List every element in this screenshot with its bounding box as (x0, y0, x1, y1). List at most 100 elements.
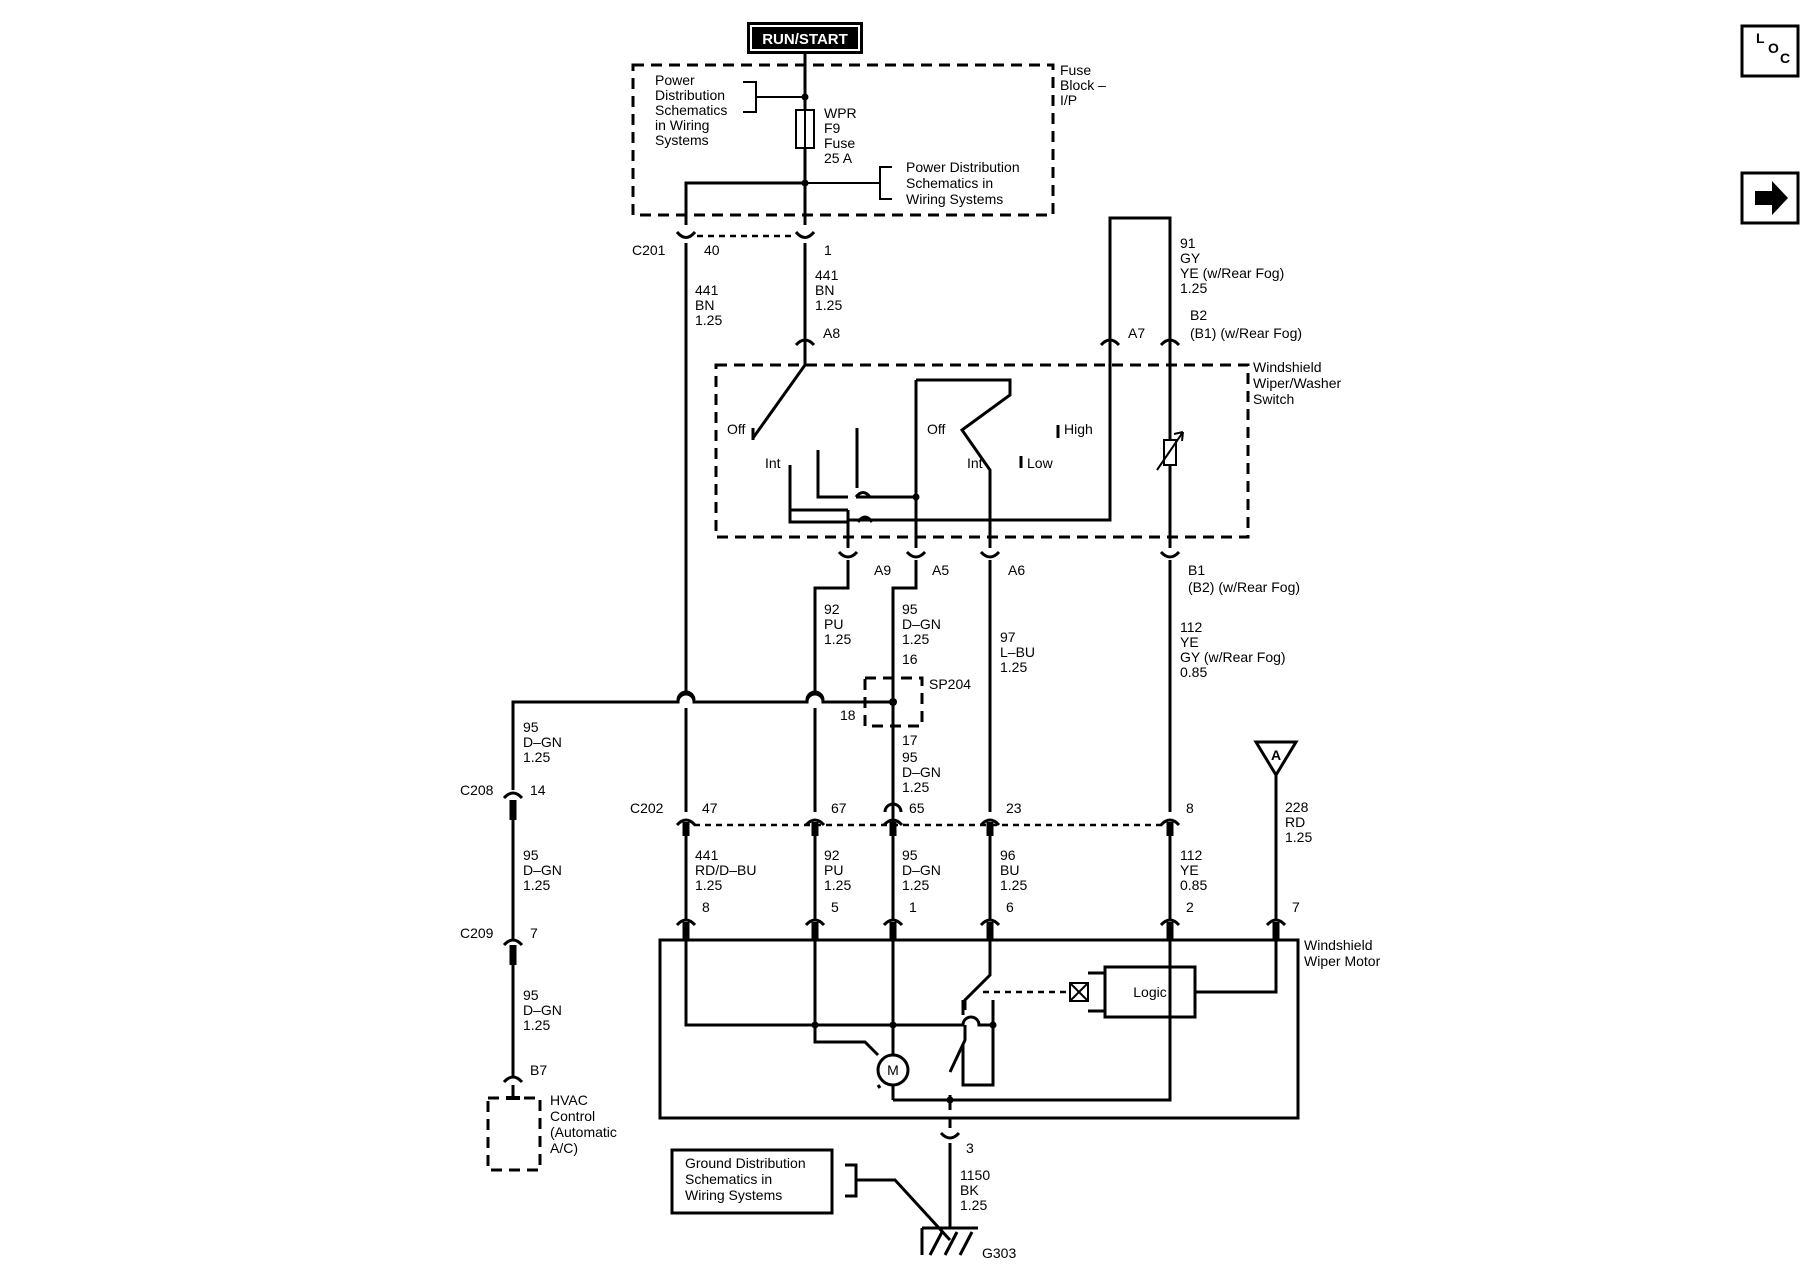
switch-pin-b1 (1159, 538, 1181, 559)
wire-441-bn-left-label: 441 BN 1.25 (695, 282, 722, 328)
switch-pin-a7 (1099, 335, 1121, 365)
svg-text:A9: A9 (874, 562, 891, 578)
wire-91-gy-label: 91 GY YE (w/Rear Fog) 1.25 (1180, 235, 1288, 296)
svg-text:8: 8 (1186, 800, 1194, 816)
wire-112-ye-label: 112 YE GY (w/Rear Fog) 0.85 (1180, 619, 1289, 680)
svg-text:8: 8 (702, 899, 710, 915)
c209-label: C209 (460, 925, 494, 941)
run-start-label[interactable]: RUN/START (747, 22, 863, 54)
svg-text:23: 23 (1006, 800, 1022, 816)
wire-96-bu-label: 96 BU 1.25 (1000, 847, 1027, 893)
svg-text:67: 67 (831, 800, 847, 816)
wire-95-dgn-lower-label: 95 D–GN 1.25 (902, 847, 945, 893)
ground-distribution-ref-box[interactable] (670, 1148, 834, 1215)
wire-228-rd-label: 228 RD 1.25 (1285, 799, 1312, 845)
svg-text:A6: A6 (1008, 562, 1025, 578)
switch-label: Windshield Wiper/Washer Switch (1253, 359, 1345, 407)
hvac-pin-b7 (502, 1075, 524, 1098)
hvac-control-box (486, 1096, 542, 1172)
c208-label: C208 (460, 782, 494, 798)
wire-92-pu (813, 560, 850, 812)
wire-95-dgn-left-label: 95 D–GN 1.25 (523, 719, 566, 765)
wire-95-dgn-upper (891, 560, 918, 700)
reference-a-symbol[interactable]: A (1253, 740, 1299, 778)
loc-icon[interactable]: L O C (1740, 24, 1800, 78)
ground-distribution-ref[interactable]: Ground Distribution Schematics in Wiring… (685, 1155, 810, 1203)
svg-text:6: 6 (1006, 899, 1014, 915)
wire-97-lbu-label: 97 L–BU 1.25 (1000, 629, 1039, 675)
motor-pin-3 (939, 1131, 961, 1228)
svg-text:A: A (1271, 747, 1281, 763)
svg-text:40: 40 (704, 242, 720, 258)
c201-label: C201 (632, 242, 666, 258)
svg-text:RUN/START: RUN/START (762, 31, 848, 48)
svg-text:A7: A7 (1128, 325, 1145, 341)
c201-pin-1 (794, 230, 816, 250)
sp204-label: SP204 (929, 676, 971, 692)
svg-text:C: C (1780, 50, 1790, 66)
power-distribution-ref-left[interactable]: Power Distribution Schematics in Wiring … (655, 72, 731, 148)
svg-text:47: 47 (702, 800, 718, 816)
svg-text:7: 7 (1292, 899, 1300, 915)
wire-92-pu-lower-label: 92 PU 1.25 (824, 847, 851, 893)
wire-441-rd-dbu-label: 441 RD/D–BU 1.25 (695, 847, 760, 893)
svg-text:A8: A8 (823, 325, 840, 341)
svg-text:1: 1 (824, 242, 832, 258)
wire-95-dgn-upper-label: 95 D–GN 1.25 (902, 601, 945, 647)
svg-text:14: 14 (530, 782, 546, 798)
wire-95-dgn-c208-label: 95 D–GN 1.25 (523, 847, 566, 893)
svg-text:2: 2 (1186, 899, 1194, 915)
power-distribution-ref-right[interactable]: Power Distribution Schematics in Wiring … (906, 159, 1024, 207)
svg-text:O: O (1768, 40, 1779, 56)
svg-text:1: 1 (909, 899, 917, 915)
c202-pins (675, 818, 1181, 836)
fuse-block-box (631, 63, 1055, 217)
c202-label: C202 (630, 800, 664, 816)
motor-pins (675, 918, 1287, 940)
ground-g303-label: G303 (982, 1245, 1016, 1261)
wire-95-dgn-left (511, 692, 893, 790)
switch-box (714, 363, 1250, 539)
svg-text:3: 3 (966, 1140, 974, 1156)
switch-high: High (1064, 421, 1093, 437)
wire-92-pu-label: 92 PU 1.25 (824, 601, 851, 647)
c208-pin-14 (502, 791, 524, 940)
wiper-motor-label: Windshield Wiper Motor (1304, 937, 1381, 969)
wire-1150-bk-label: 1150 BK 1.25 (960, 1167, 994, 1213)
ground-g303-symbol (920, 1226, 978, 1256)
wire-112-ye-lower-label: 112 YE 0.85 (1180, 847, 1207, 893)
svg-text:5: 5 (831, 899, 839, 915)
svg-text:M: M (887, 1062, 899, 1078)
switch-low: Low (1027, 455, 1054, 471)
svg-text:17: 17 (902, 732, 918, 748)
switch-int-2: Int (967, 455, 983, 471)
svg-text:16: 16 (902, 651, 918, 667)
hvac-control-label: HVAC Control (Automatic A/C) (550, 1092, 621, 1156)
svg-text:A5: A5 (932, 562, 949, 578)
switch-pin-b2 (1159, 335, 1181, 365)
switch-pin-a5 (905, 538, 927, 559)
fuse-f9-label: WPR F9 Fuse 25 A (824, 105, 861, 166)
svg-text:Logic: Logic (1133, 984, 1166, 1000)
c209-pin-7 (502, 938, 524, 1078)
svg-text:L: L (1756, 30, 1765, 46)
switch-pin-a9 (837, 538, 859, 559)
switch-pin-a6 (979, 538, 1001, 559)
fuse-block-label: Fuse Block – I/P (1060, 62, 1110, 108)
switch-off-2: Off (927, 421, 946, 437)
svg-text:65: 65 (909, 800, 925, 816)
switch-pin-b2-label: B2 (B1) (w/Rear Fog) (1190, 307, 1302, 341)
wire-95-dgn-c209-label: 95 D–GN 1.25 (523, 987, 566, 1033)
switch-pin-b1-label: B1 (B2) (w/Rear Fog) (1188, 562, 1300, 595)
svg-text:18: 18 (840, 707, 856, 723)
wire-95-dgn-below-sp-label: 95 D–GN 1.25 (902, 749, 945, 795)
c201-pin-40 (675, 230, 697, 250)
wire-91-gy (1108, 216, 1172, 335)
arrow-right-icon[interactable] (1740, 171, 1800, 225)
wire-441-bn-mid-label: 441 BN 1.25 (815, 267, 842, 313)
svg-text:B7: B7 (530, 1062, 547, 1078)
wiper-motor-box (658, 938, 1300, 1120)
switch-off-1: Off (727, 421, 746, 437)
svg-text:7: 7 (530, 925, 538, 941)
